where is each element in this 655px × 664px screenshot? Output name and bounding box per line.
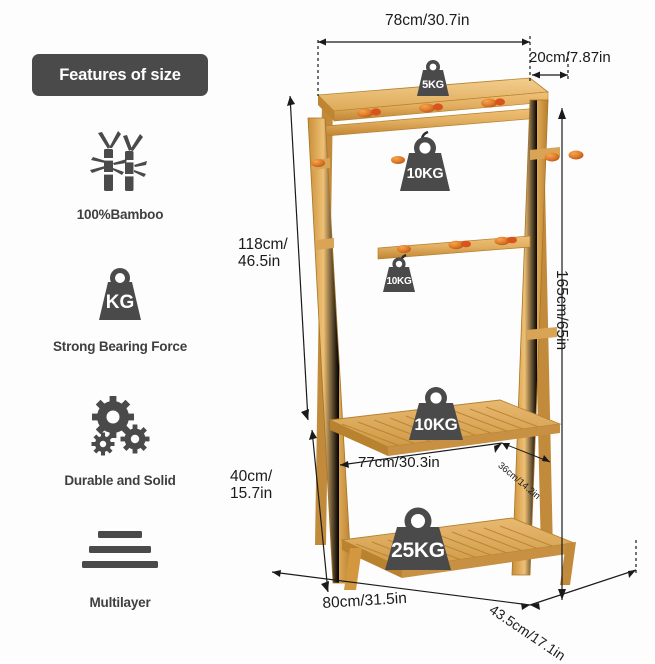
- dimension-label-total-height: 165cm/65in: [553, 270, 570, 351]
- bamboo-icon: [0, 124, 240, 198]
- dimension-label-shelf-width: 77cm/30.3in: [358, 454, 440, 471]
- weight-badge-top-shelf: 5KG: [410, 55, 456, 101]
- layer-bar-middle: [89, 545, 151, 553]
- weight-label-middle-shelf: 10KG: [414, 415, 458, 434]
- feature-item-bearing-force: KG Strong Bearing Force: [0, 256, 240, 354]
- dimension-label-top-depth: 20cm/7.87in: [529, 49, 611, 66]
- layers-icon: [0, 512, 240, 586]
- dimension-label-hanging-height: 118cm/ 46.5in: [238, 236, 288, 271]
- feature-label-bamboo: 100%Bamboo: [76, 207, 164, 222]
- feature-item-multilayer: Multilayer: [0, 512, 240, 610]
- svg-text:KG: KG: [106, 292, 135, 313]
- dimension-label-top-width: 78cm/30.7in: [385, 12, 470, 29]
- layer-bar-bottom: [82, 560, 158, 568]
- features-of-size-badge: Features of size: [32, 54, 208, 96]
- features-badge-label: Features of size: [59, 65, 181, 84]
- product-diagram: 78cm/30.7in 20cm/7.87in 118cm/ 46.5in 40…: [230, 0, 655, 664]
- feature-item-bamboo: 100%Bamboo: [0, 124, 240, 222]
- features-sidebar: Features of size: [0, 0, 240, 661]
- weight-badge-hanging-rod: 10KG: [390, 129, 460, 197]
- hook-knobs-middle: [397, 236, 517, 253]
- weight-badge-middle-shelf: 10KG: [397, 380, 475, 446]
- weight-badge-bottom-shelf: 25KG: [370, 500, 466, 576]
- weight-kg-icon: KG: [0, 256, 240, 330]
- dimension-label-lower-height: 40cm/ 15.7in: [230, 468, 273, 503]
- weight-label-bottom-shelf: 25KG: [391, 539, 445, 562]
- feature-label-durable: Durable and Solid: [64, 473, 176, 488]
- weight-label-middle-rail: 10KG: [386, 276, 412, 287]
- feature-label-multilayer: Multilayer: [89, 595, 151, 610]
- weight-badge-middle-rail: 10KG: [377, 252, 421, 296]
- gears-icon: [0, 390, 240, 464]
- hook-knobs-top: [357, 98, 505, 118]
- feature-item-durable: Durable and Solid: [0, 390, 240, 488]
- feature-label-bearing-force: Strong Bearing Force: [52, 339, 188, 354]
- weight-label-hanging-rod: 10KG: [406, 166, 444, 182]
- layer-bar-top: [98, 530, 142, 538]
- hook-knobs-side: [311, 150, 584, 167]
- weight-label-top-shelf: 5KG: [422, 79, 444, 91]
